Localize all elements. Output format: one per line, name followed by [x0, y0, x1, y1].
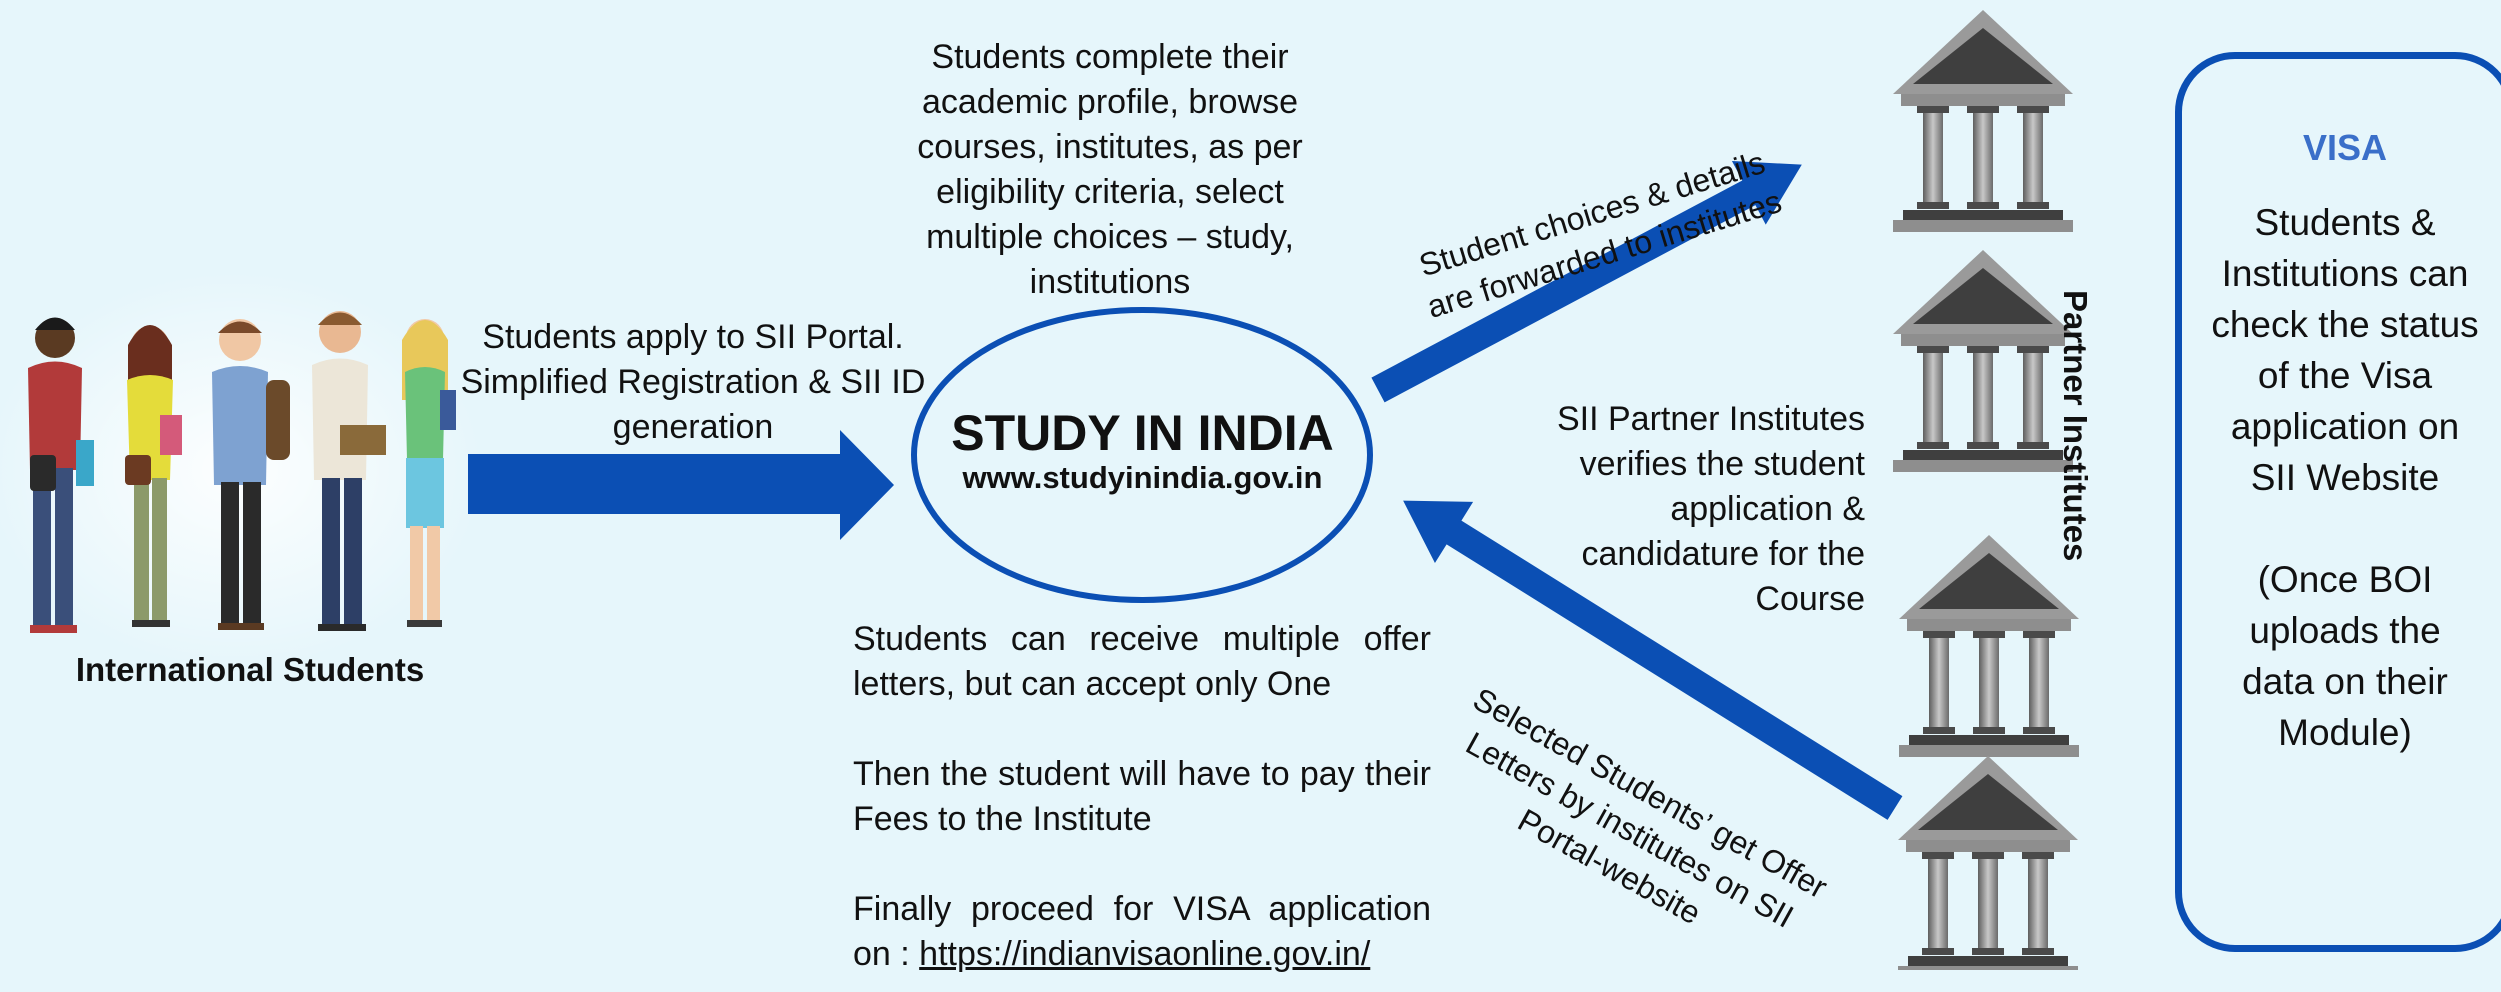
apply-arrow: [468, 430, 894, 540]
study-in-india-ellipse: [911, 307, 1373, 603]
student-figure-4: [312, 311, 386, 631]
bottom-notes: Students can receive multiple offer lett…: [853, 617, 1431, 977]
indian-visa-online-link[interactable]: https://indianvisaonline.gov.in/: [919, 935, 1371, 973]
verify-text: SII Partner Institutes verifies the stud…: [1556, 400, 1865, 618]
student-figure-1: [28, 317, 94, 633]
apply-text: Students apply to SII Portal. Simplified…: [460, 318, 926, 446]
forward-arrow: [1371, 161, 1802, 403]
visa-title: VISA: [2302, 127, 2388, 168]
students-caption: International Students: [75, 651, 425, 688]
student-figure-3: [212, 319, 290, 630]
student-figure-5: [402, 319, 456, 627]
institute-building-2-icon: [1893, 250, 2073, 472]
visa-body: Students & Institutions can check the st…: [2211, 202, 2479, 498]
flow-diagram: [0, 10, 2079, 970]
visa-application-note: Finally proceed for VISA application on …: [853, 887, 1431, 977]
center-url: www.studyinindia.gov.in: [962, 460, 1323, 495]
visa-application-prefix: Finally proceed for VISA application on …: [853, 890, 1431, 973]
students-illustration: [0, 270, 485, 670]
partner-institutes-label: Partner Institutes: [2057, 290, 2094, 562]
visa-note: (Once BOI uploads the data on their Modu…: [2242, 559, 2448, 753]
student-figure-2: [125, 325, 182, 627]
institute-building-4-icon: [1898, 756, 2078, 970]
offer-letter-arrow: [1403, 500, 1903, 820]
institute-building-3-icon: [1899, 535, 2079, 757]
profile-text: Students complete their academic profile…: [917, 38, 1303, 301]
center-title: STUDY IN INDIA: [951, 405, 1334, 461]
fee-payment-note: Then the student will have to pay their …: [853, 755, 1431, 838]
institute-building-1-icon: [1893, 10, 2073, 232]
offer-acceptance-note: Students can receive multiple offer lett…: [853, 620, 1431, 703]
visa-box: VISA Students & Institutions can check t…: [2175, 52, 2501, 952]
